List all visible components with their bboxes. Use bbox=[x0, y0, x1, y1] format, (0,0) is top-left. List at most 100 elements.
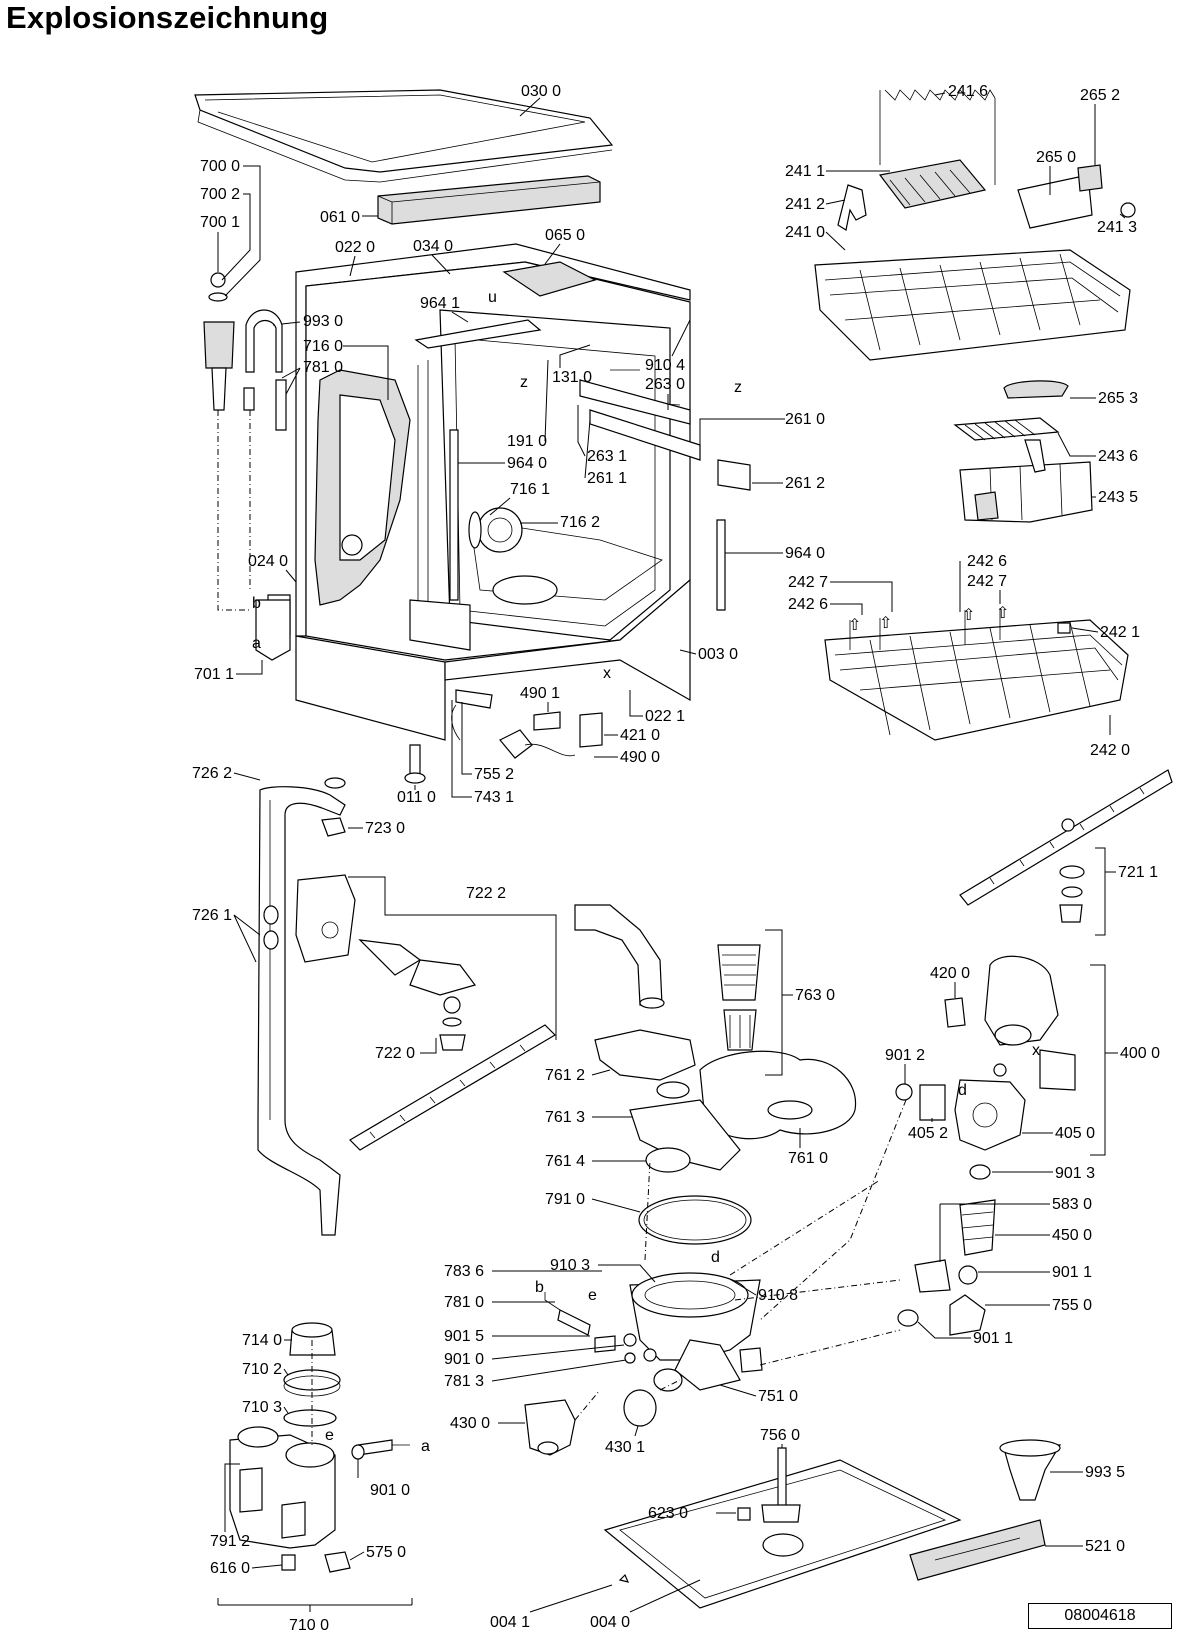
lower-basket: ⇧ ⇧ ⇧ ⇧ bbox=[824, 605, 1129, 741]
label-716-1: 716 1 bbox=[510, 481, 550, 498]
label-743-1: 743 1 bbox=[474, 789, 514, 806]
label-700-2: 700 2 bbox=[200, 186, 240, 203]
label-490-1: 490 1 bbox=[520, 685, 560, 702]
label-901-2: 901 2 bbox=[885, 1047, 925, 1064]
marker-b-2: b bbox=[535, 1279, 544, 1296]
label-755-0: 755 0 bbox=[1052, 1297, 1092, 1314]
label-004-1: 004 1 bbox=[490, 1614, 530, 1631]
label-242-7-a: 242 7 bbox=[788, 574, 828, 591]
label-430-0: 430 0 bbox=[450, 1415, 490, 1432]
label-716-2: 716 2 bbox=[560, 514, 600, 531]
label-993-0: 993 0 bbox=[303, 313, 343, 330]
label-022-0: 022 0 bbox=[335, 239, 375, 256]
label-024-0: 024 0 bbox=[248, 553, 288, 570]
label-241-3: 241 3 bbox=[1097, 219, 1137, 236]
sump bbox=[544, 1272, 763, 1392]
label-261-0: 261 0 bbox=[785, 411, 825, 428]
label-763-0: 763 0 bbox=[795, 987, 835, 1004]
label-755-2: 755 2 bbox=[474, 766, 514, 783]
label-450-0: 450 0 bbox=[1052, 1227, 1092, 1244]
label-034-0: 034 0 bbox=[413, 238, 453, 255]
sump-duct-filters bbox=[574, 904, 857, 1245]
label-241-0: 241 0 bbox=[785, 224, 825, 241]
label-700-1: 700 1 bbox=[200, 214, 240, 231]
marker-x-1: x bbox=[603, 665, 611, 682]
marker-d-1: d bbox=[958, 1082, 967, 1099]
label-405-0: 405 0 bbox=[1055, 1125, 1095, 1142]
label-243-5: 243 5 bbox=[1098, 489, 1138, 506]
label-420-0: 420 0 bbox=[930, 965, 970, 982]
label-726-1: 726 1 bbox=[192, 907, 232, 924]
label-241-6: 241 6 bbox=[948, 83, 988, 100]
label-623-0: 623 0 bbox=[648, 1505, 688, 1522]
dispenser-group bbox=[229, 1322, 410, 1573]
label-710-2: 710 2 bbox=[242, 1361, 282, 1378]
label-964-0-b: 964 0 bbox=[785, 545, 825, 562]
label-761-3: 761 3 bbox=[545, 1109, 585, 1126]
label-722-2: 722 2 bbox=[466, 885, 506, 902]
label-901-0: 901 0 bbox=[444, 1351, 484, 1368]
label-265-2: 265 2 bbox=[1080, 87, 1120, 104]
label-781-0: 781 0 bbox=[303, 359, 343, 376]
label-242-1: 242 1 bbox=[1100, 624, 1140, 641]
label-761-0: 761 0 bbox=[788, 1150, 828, 1167]
insulation-mat bbox=[377, 175, 601, 225]
upper-spray-arm bbox=[959, 769, 1173, 923]
label-993-5: 993 5 bbox=[1085, 1464, 1125, 1481]
marker-e-2: e bbox=[325, 1427, 334, 1444]
marker-z-2: z bbox=[734, 379, 742, 396]
marker-e-1: e bbox=[588, 1287, 597, 1304]
label-065-0: 065 0 bbox=[545, 227, 585, 244]
label-901-0-b: 901 0 bbox=[370, 1482, 410, 1499]
label-490-0: 490 0 bbox=[620, 749, 660, 766]
label-901-5: 901 5 bbox=[444, 1328, 484, 1345]
label-022-1: 022 1 bbox=[645, 708, 685, 725]
document-number: 08004618 bbox=[1028, 1603, 1172, 1629]
cutlery-basket bbox=[953, 380, 1093, 523]
label-964-0: 964 0 bbox=[507, 455, 547, 472]
label-901-1-b: 901 1 bbox=[973, 1330, 1013, 1347]
label-263-0: 263 0 bbox=[645, 376, 685, 393]
label-964-1: 964 1 bbox=[420, 295, 460, 312]
label-030-0: 030 0 bbox=[521, 83, 561, 100]
arrow-up-icon-1: ⇧ bbox=[848, 617, 861, 634]
arrow-up-icon-4: ⇧ bbox=[996, 605, 1009, 622]
circulation-pump bbox=[895, 955, 1076, 1151]
label-242-6-b: 242 6 bbox=[967, 553, 1007, 570]
label-242-6-a: 242 6 bbox=[788, 596, 828, 613]
label-430-1: 430 1 bbox=[605, 1439, 645, 1456]
label-910-4: 910 4 bbox=[645, 357, 685, 374]
door-switch-parts bbox=[499, 711, 603, 759]
label-011-0: 011 0 bbox=[397, 789, 436, 806]
marker-u: u bbox=[488, 289, 497, 306]
label-714-0: 714 0 bbox=[242, 1332, 282, 1349]
label-131-0: 131 0 bbox=[552, 369, 592, 386]
label-191-0: 191 0 bbox=[507, 433, 547, 450]
heater-parts bbox=[524, 1389, 657, 1456]
label-261-1: 261 1 bbox=[587, 470, 627, 487]
label-783-6: 783 6 bbox=[444, 1263, 484, 1280]
label-901-3: 901 3 bbox=[1055, 1165, 1095, 1182]
label-241-1: 241 1 bbox=[785, 163, 825, 180]
label-781-0-b: 781 0 bbox=[444, 1294, 484, 1311]
label-405-2: 405 2 bbox=[908, 1125, 948, 1142]
label-700-0: 700 0 bbox=[200, 158, 240, 175]
label-710-0: 710 0 bbox=[289, 1617, 329, 1634]
label-575-0: 575 0 bbox=[366, 1544, 406, 1561]
lower-spray-arm bbox=[349, 939, 556, 1151]
label-242-0: 242 0 bbox=[1090, 742, 1130, 759]
marker-a-2: a bbox=[421, 1438, 430, 1455]
label-761-4: 761 4 bbox=[545, 1153, 585, 1170]
label-265-0: 265 0 bbox=[1036, 149, 1076, 166]
label-265-3: 265 3 bbox=[1098, 390, 1138, 407]
label-726-2: 726 2 bbox=[192, 765, 232, 782]
label-901-1-a: 901 1 bbox=[1052, 1264, 1092, 1281]
label-521-0: 521 0 bbox=[1085, 1538, 1125, 1555]
label-616-0: 616 0 bbox=[210, 1560, 250, 1577]
label-791-0: 791 0 bbox=[545, 1191, 585, 1208]
water-inlet-parts bbox=[203, 272, 291, 661]
label-751-0: 751 0 bbox=[758, 1388, 798, 1405]
label-723-0: 723 0 bbox=[365, 820, 405, 837]
label-263-1: 263 1 bbox=[587, 448, 627, 465]
